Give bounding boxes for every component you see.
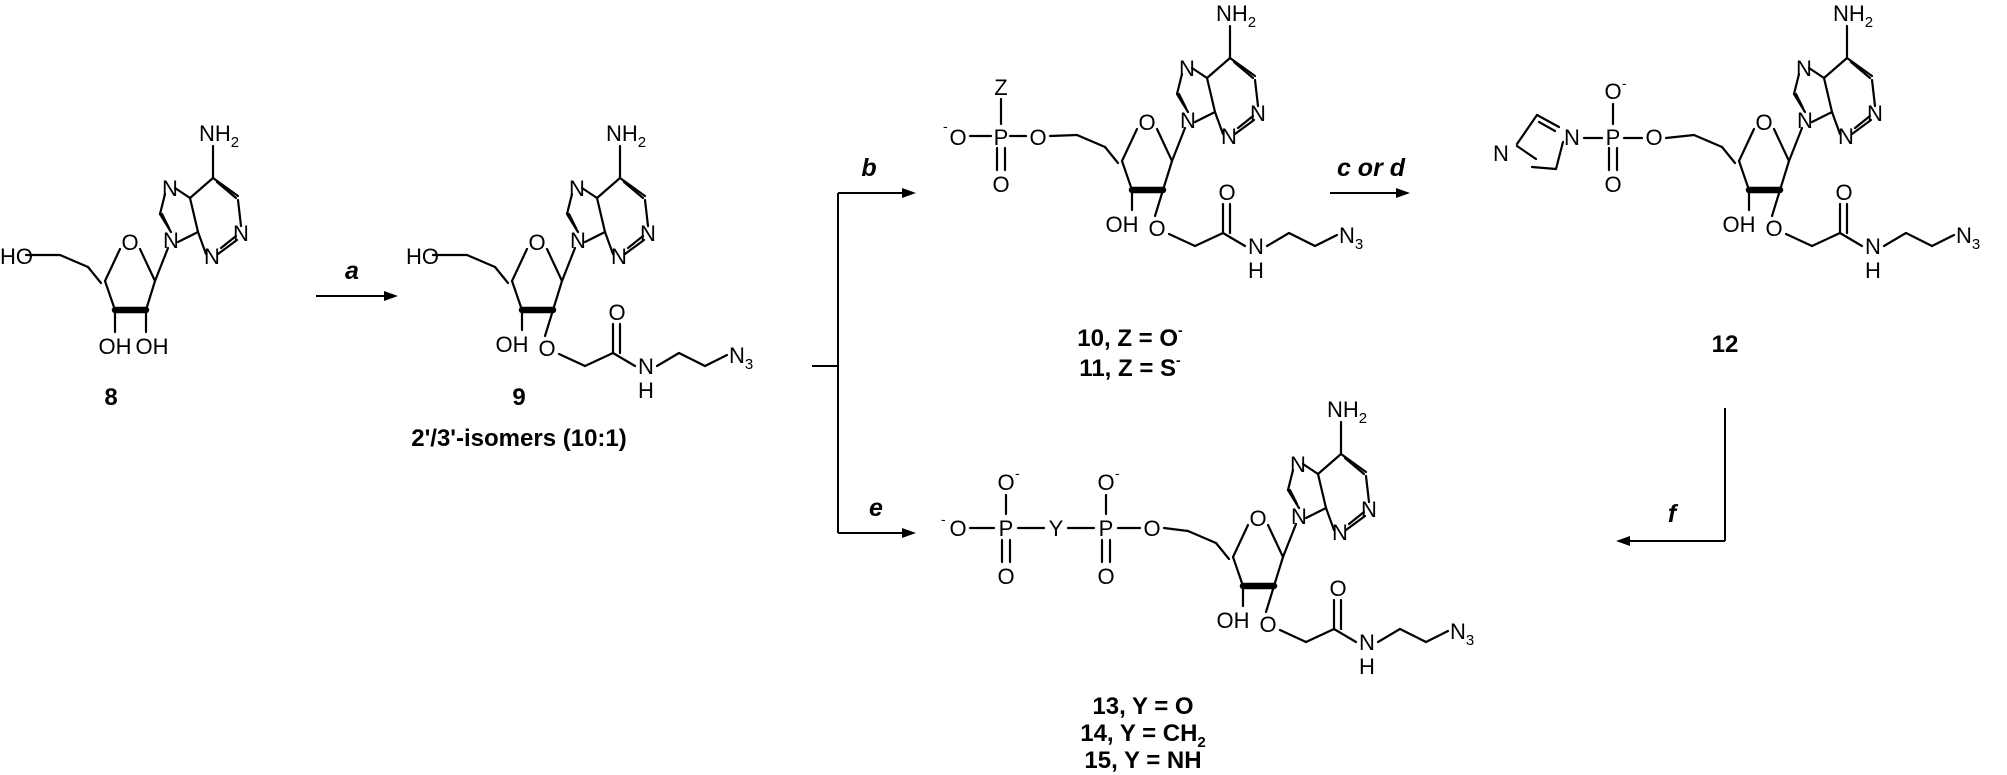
compound-9: HO OH 9 2'/3'-isomers (10:1) xyxy=(406,121,755,452)
phosphate-anion-oxygen: O xyxy=(1604,79,1621,104)
phosphorus-beta-label: P xyxy=(999,516,1014,541)
minus-sign: - xyxy=(943,118,948,134)
z-substituent-label: Z xyxy=(994,75,1007,100)
minus-sign: - xyxy=(1176,352,1181,368)
compound-8: HO OH OH 8 xyxy=(0,121,249,411)
oh-3-label: OH xyxy=(496,332,529,357)
phosphoryl-oxygen: O xyxy=(992,172,1009,197)
arrow-f: f xyxy=(1616,408,1726,546)
phosphate-ester-oxygen: O xyxy=(1645,125,1662,150)
oh-3-label: OH xyxy=(99,334,132,359)
phosphate-anion-oxygen: O xyxy=(949,125,966,150)
compound-12-label: 12 xyxy=(1712,331,1739,358)
compound-14-label: 14, Y = CH2 xyxy=(1080,720,1206,751)
phosphate-ester-oxygen: O xyxy=(1143,516,1160,541)
reagent-b-label: b xyxy=(861,154,876,182)
alpha-phosphoryl-oxygen: O xyxy=(1097,564,1114,589)
minus-sign: - xyxy=(1015,465,1020,481)
arrow-a: a xyxy=(316,257,398,301)
minus-sign: - xyxy=(1622,75,1627,91)
compound-10-label: 10, Z = O- xyxy=(1077,322,1183,352)
compound-11-label: 11, Z = S- xyxy=(1079,352,1181,382)
alpha-anion-oxygen: O xyxy=(1097,470,1114,495)
oh-3-label: OH xyxy=(1106,212,1139,237)
ho-5-label: HO xyxy=(0,244,33,269)
beta-anion-oxygen: O xyxy=(997,470,1014,495)
compound-9-isomer-note: 2'/3'-isomers (10:1) xyxy=(411,425,627,452)
minus-sign: - xyxy=(1115,465,1120,481)
compound-10-text: 10, Z = O xyxy=(1077,325,1178,352)
compound-11-text: 11, Z = S xyxy=(1079,355,1176,382)
reagent-f-label: f xyxy=(1668,500,1679,528)
oh-3-label: OH xyxy=(1723,212,1756,237)
phosphorus-alpha-label: P xyxy=(1099,516,1114,541)
imidazole-n1-label: N xyxy=(1564,125,1580,150)
compound-13-14-15: - O P O - O Y P O - O O OH 13, Y = O 14,… xyxy=(941,397,1476,774)
compound-10-11: O P Z O - O OH 10, Z = O- 11, Z = S- xyxy=(943,1,1365,382)
branch-arrows: b e xyxy=(812,154,916,538)
compound-12: N N P O - O O OH 12 xyxy=(1493,1,1982,358)
compound-14-text: 14, Y = CH xyxy=(1080,720,1197,747)
beta-phosphoryl-oxygen: O xyxy=(997,564,1014,589)
compound-13-label: 13, Y = O xyxy=(1092,693,1193,720)
minus-sign: - xyxy=(1178,322,1183,338)
oh-2-label: OH xyxy=(136,334,169,359)
reagent-a-label: a xyxy=(345,257,359,285)
phosphorus-label: P xyxy=(994,125,1009,150)
imidazole-n3-label: N xyxy=(1493,141,1509,166)
bridging-y-label: Y xyxy=(1049,516,1064,541)
reagent-c-or-d-label: c or d xyxy=(1337,154,1406,182)
ho-5-label: HO xyxy=(406,244,439,269)
phosphorus-label: P xyxy=(1606,125,1621,150)
minus-sign: - xyxy=(941,511,946,527)
phosphate-ester-oxygen: O xyxy=(1029,125,1046,150)
terminal-oxygen: O xyxy=(949,516,966,541)
compound-15-label: 15, Y = NH xyxy=(1084,747,1201,774)
reagent-e-label: e xyxy=(869,494,883,522)
compound-9-label: 9 xyxy=(512,384,525,411)
oh-3-label: OH xyxy=(1217,608,1250,633)
arrow-c-or-d: c or d xyxy=(1330,154,1410,198)
phosphoryl-oxygen: O xyxy=(1604,172,1621,197)
compound-8-label: 8 xyxy=(104,384,117,411)
subscript-two: 2 xyxy=(1197,734,1205,751)
